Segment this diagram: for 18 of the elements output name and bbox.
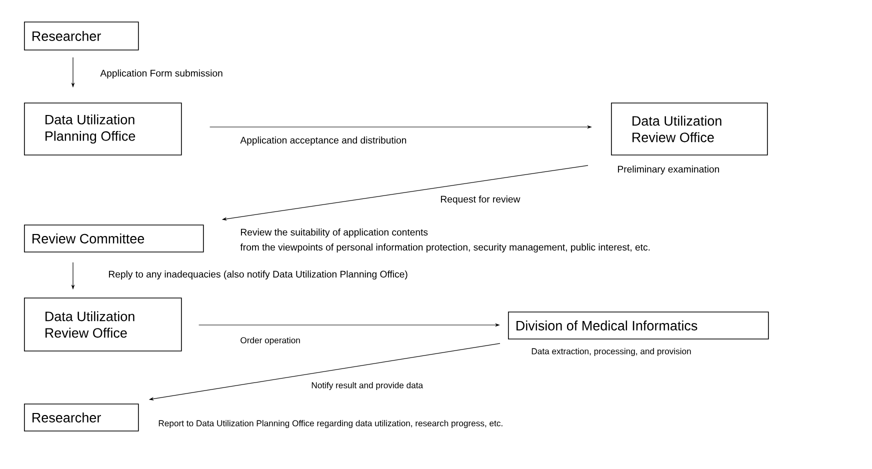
note-text: Report to Data Utilization Planning Office regarding data utilization, research progress, etc. [158, 420, 502, 428]
process-box: Researcher [24, 404, 139, 432]
process-box: Data Utilization Review Office [611, 102, 768, 156]
note-text: Data extraction, processing, and provision [532, 348, 691, 356]
edge-label: Application Form submission [100, 70, 222, 78]
process-box: Data Utilization Planning Office [24, 102, 182, 156]
edge-label: Notify result and provide data [312, 382, 424, 390]
edge-label: Reply to any inadequacies (also notify Data Utilization Planning Office) [109, 270, 408, 280]
edge-label: Request for review [441, 196, 520, 204]
process-box: Review Committee [24, 224, 204, 252]
edge-label: Order operation [240, 337, 300, 345]
note-text: Preliminary examination [618, 166, 719, 174]
note-text: Review the suitability of application contents [241, 228, 428, 238]
process-box: Division of Medical Informatics [508, 312, 769, 340]
edge-label: Application acceptance and distribution [240, 136, 406, 146]
note-text: from the viewpoints of personal information protection, security management, public interest, etc. [240, 244, 650, 252]
process-box: Researcher [24, 22, 139, 50]
process-box: Data Utilization Review Office [24, 298, 182, 352]
